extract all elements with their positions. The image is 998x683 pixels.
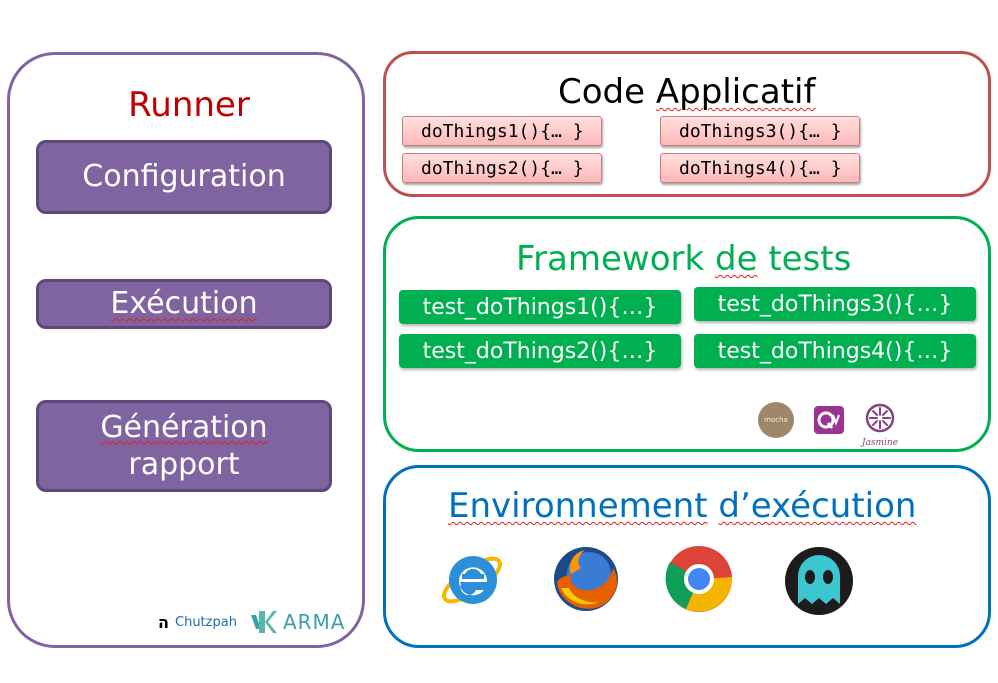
environment-title-part [708,486,719,526]
internet-explorer-icon [442,556,502,604]
code-function: doThings4(){… } [660,153,860,183]
environment-panel: Environnement d’exécution [383,465,991,648]
runner-tools: ה Chutzpah ARMA [158,610,345,634]
jasmine-label: Jasmine [861,438,899,448]
environment-title-part: d’exécution [718,486,917,526]
framework-title-part: de [715,239,758,279]
runner-step-label: Génération [100,409,268,445]
runner-panel: Runner Configuration Exécution Génératio… [7,52,365,648]
qunit-glyph [817,411,840,429]
framework-title: Framework de tests [516,239,851,279]
test-function: test_doThings1(){…} [399,290,681,324]
environment-title-part: Environnement [448,486,708,526]
environment-title: Environnement d’exécution [448,486,916,526]
jasmine-logo: Jasmine [856,403,904,448]
code-function: doThings3(){… } [660,116,860,146]
qunit-icon [814,406,844,434]
test-function: test_doThings4(){…} [694,334,976,368]
code-title: Code Applicatif [558,72,815,112]
runner-step-label: Configuration [82,159,286,195]
code-title-part: Code [558,72,656,112]
mocha-icon: mocha [758,402,794,438]
runner-title: Runner [128,85,250,125]
code-function: doThings2(){… } [402,153,602,183]
framework-panel: Framework de tests test_doThings1(){…} t… [383,216,991,452]
karma-icon [250,611,277,633]
test-function: test_doThings2(){…} [399,334,681,368]
chrome-icon [665,546,733,612]
jasmine-icon [865,403,895,433]
test-function: test_doThings3(){…} [694,287,976,321]
runner-step-label: Exécution [110,286,258,322]
phantomjs-icon [785,547,853,615]
code-function: doThings1(){… } [402,116,602,146]
code-title-part: Applicatif [655,72,816,112]
karma-label: ARMA [282,610,346,634]
mocha-label: mocha [764,416,788,424]
runner-step-label: rapport [128,447,240,482]
runner-step-configuration: Configuration [36,140,332,214]
code-panel: Code Applicatif doThings1(){… } doThings… [383,51,991,197]
firefox-icon [554,547,618,611]
framework-title-part: tests [757,239,852,279]
chutzpah-icon: ה [158,612,169,632]
runner-step-execution: Exécution [36,279,332,329]
framework-title-part: Framework [516,239,716,279]
runner-step-report: Génération rapport [36,400,332,492]
chutzpah-label: Chutzpah [175,614,237,630]
